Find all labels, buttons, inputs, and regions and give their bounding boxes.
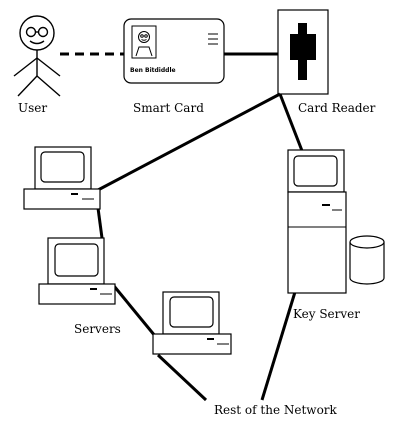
server-computer-1 <box>23 146 101 210</box>
card-reader-label: Card Reader <box>298 101 376 115</box>
card-stripes <box>208 33 218 45</box>
user-label: User <box>18 101 47 115</box>
user-figure <box>13 15 61 97</box>
key-database-icon <box>349 235 385 285</box>
card-reader <box>277 9 329 95</box>
smart-card: Ben Bitdiddle <box>123 18 225 84</box>
card-photo-icon <box>135 31 153 57</box>
card-holder-name: Ben Bitdiddle <box>130 67 176 74</box>
key-server-label: Key Server <box>293 307 360 321</box>
key-server-tower <box>287 149 347 294</box>
smart-card-label: Smart Card <box>133 101 204 115</box>
server-computer-2 <box>38 237 116 305</box>
server-computer-3 <box>152 291 232 355</box>
network-label: Rest of the Network <box>214 403 338 417</box>
servers-label: Servers <box>74 322 121 336</box>
